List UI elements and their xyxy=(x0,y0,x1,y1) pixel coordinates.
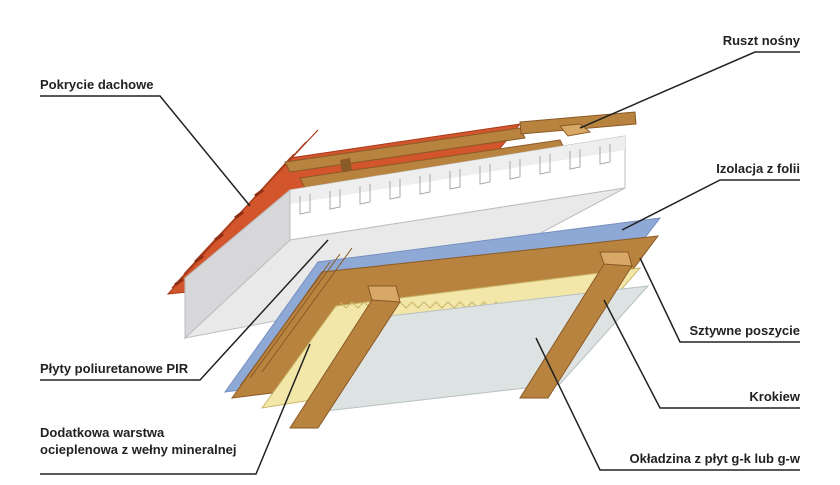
label-krokiew: Krokiew xyxy=(749,389,800,404)
label-ruszt-nosny: Ruszt nośny xyxy=(722,33,800,48)
leader-lines xyxy=(40,51,800,475)
label-dodatkowa-warstwa-line2: ocieplenowa z wełny mineralnej xyxy=(40,442,237,457)
label-sztywne-poszycie: Sztywne poszycie xyxy=(689,323,800,338)
label-plyty-pir: Płyty poliuretanowe PIR xyxy=(40,361,189,376)
rafters xyxy=(289,251,633,429)
label-izolacja-z-folii: Izolacja z folii xyxy=(716,161,800,176)
label-dodatkowa-warstwa-line1: Dodatkowa warstwa xyxy=(40,425,165,440)
label-pokrycie-dachowe: Pokrycie dachowe xyxy=(40,77,154,92)
label-okladzina: Okładzina z płyt g-k lub g-w xyxy=(629,451,800,466)
